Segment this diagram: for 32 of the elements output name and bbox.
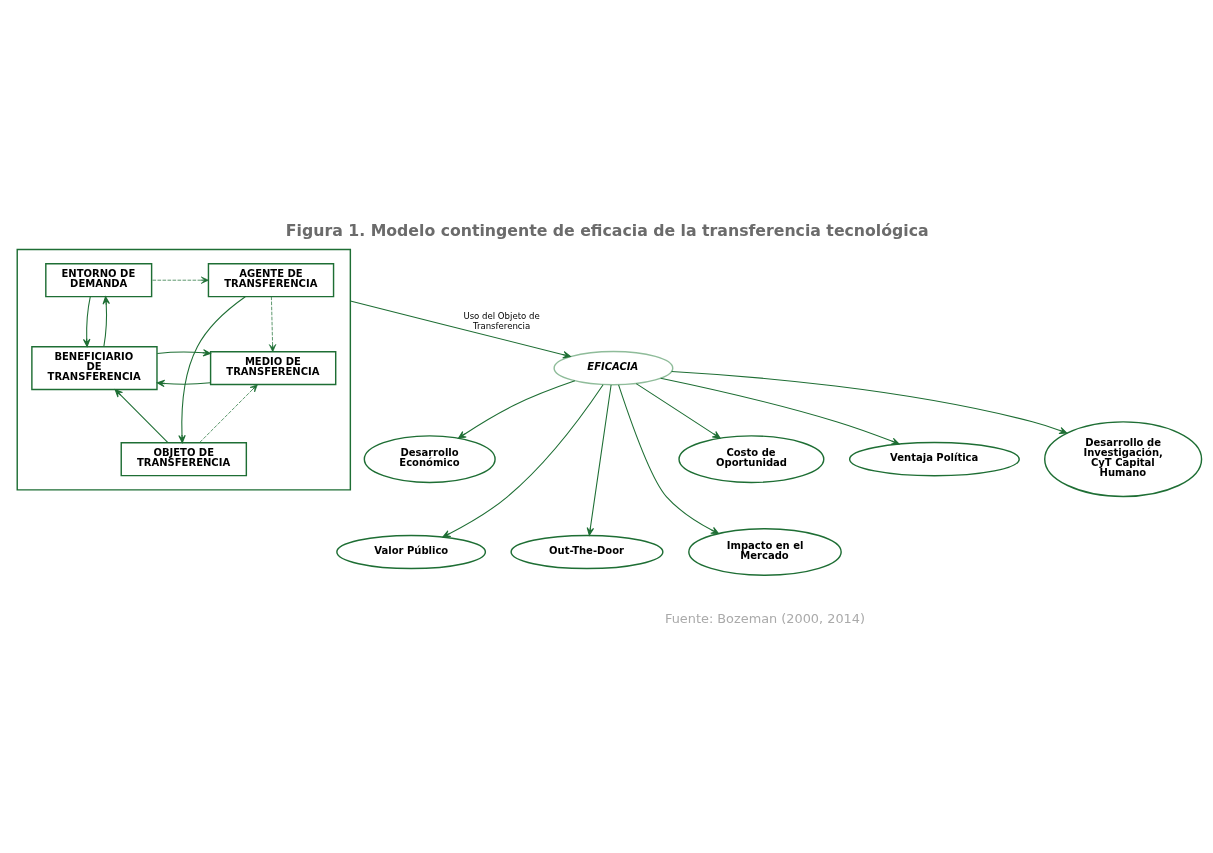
arrow — [635, 382, 721, 439]
arrow — [269, 295, 277, 352]
arrow — [199, 383, 258, 443]
diagram-title: Figura 1. Modelo contingente de eficacia de la transferencia tecnológica — [285, 220, 929, 240]
arrow — [671, 370, 1068, 434]
label: Fuente: Bozeman (2000, 2014) — [665, 610, 865, 626]
node-ellipse: Desarrollo Económico — [363, 434, 496, 483]
arrow — [156, 379, 211, 387]
node-box: AGENTE DE TRANSFERENCIA — [207, 262, 335, 297]
node-box: MEDIO DE TRANSFERENCIA — [209, 350, 337, 385]
arrow — [442, 383, 604, 537]
node-box: OBJETO DE TRANSFERENCIA — [120, 441, 248, 476]
arrow — [156, 348, 211, 357]
arrow — [660, 377, 900, 445]
arrow — [618, 383, 720, 534]
node-ellipse: Valor Público — [336, 534, 487, 569]
arrow — [102, 295, 110, 347]
node-ellipse: Ventaja Política — [848, 441, 1020, 476]
node-box: BENEFICIARIO DE TRANSFERENCIA — [31, 345, 158, 390]
cluster — [16, 248, 352, 491]
node-ellipse: Desarrollo de Investigación, CyT Capital Humano — [1044, 420, 1203, 497]
node-box: ENTORNO DE DEMANDA — [45, 262, 153, 297]
arrow — [349, 299, 571, 358]
edge-label: Uso del Objeto de Transferencia — [463, 310, 540, 331]
arrow — [82, 295, 91, 347]
arrow — [114, 388, 169, 443]
arrow — [151, 276, 209, 284]
node-ellipse: Costo de Oportunidad — [678, 434, 825, 483]
arrow — [586, 384, 612, 536]
node-ellipse: Out-The-Door — [510, 534, 664, 569]
arrow — [178, 295, 246, 443]
arrow — [457, 379, 576, 439]
